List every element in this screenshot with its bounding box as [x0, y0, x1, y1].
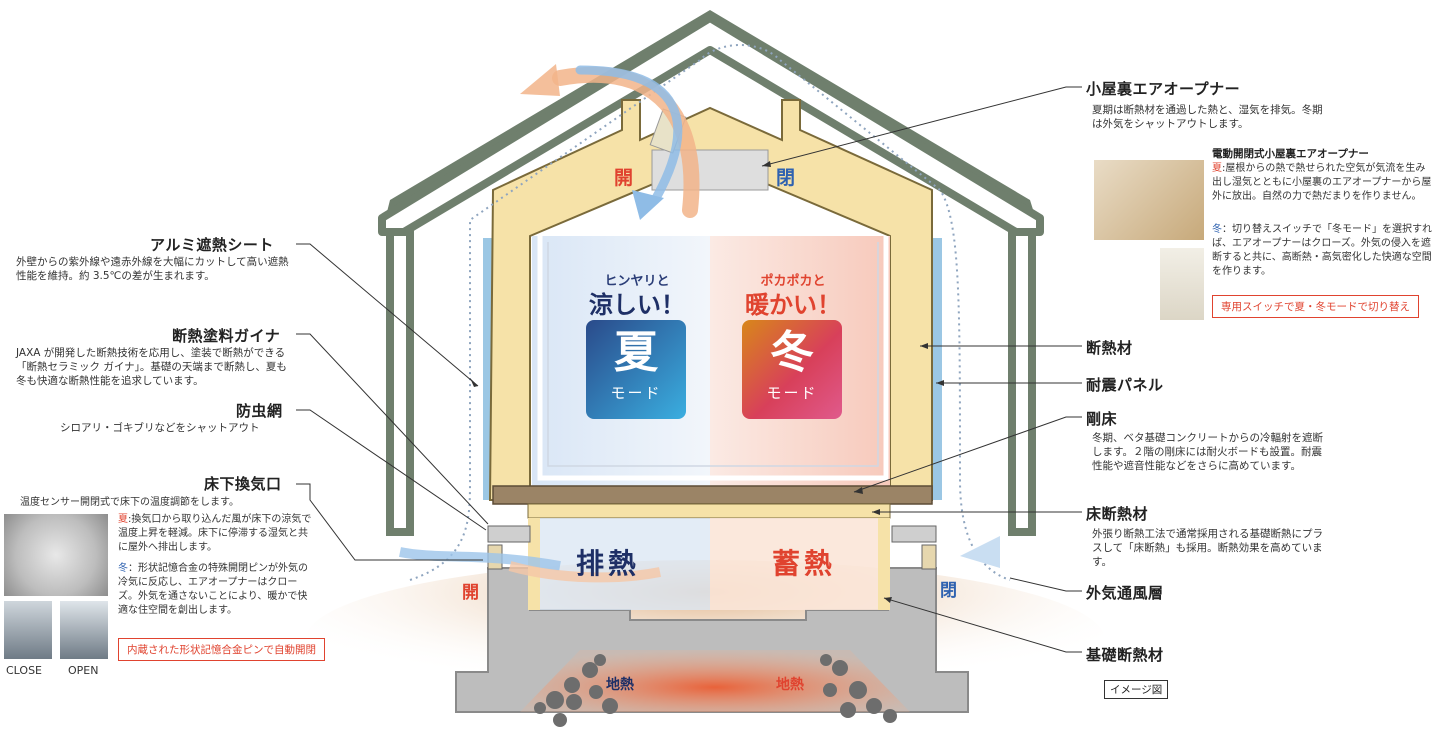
geothermal-zone: [520, 650, 910, 712]
summer-lead: ヒンヤリと: [604, 274, 670, 289]
mesh-title: 防虫網: [236, 402, 283, 420]
electric-winter-label: 冬: [1212, 224, 1222, 235]
insulation-title: 断熱材: [1086, 339, 1133, 357]
panel-right: [932, 238, 942, 500]
close-label: CLOSE: [6, 664, 43, 677]
electric-summer-text: 夏:屋根からの熱で熱せられた空気が気流を生み出し湿気とともに小屋裏のエアオープナ…: [1212, 162, 1434, 204]
vent-winter-desc: ：形状記憶合金の特殊開閉ピンが外気の冷気に反応し、エアオープナーはクローズ。外気…: [118, 563, 308, 616]
electric-tag: 専用スイッチで夏・冬モードで切り替え: [1212, 295, 1419, 318]
vent-summer-text: 夏:換気口から取り込んだ風が床下の涼気で温度上昇を軽減。床下に停滞する湿気と共に…: [118, 513, 314, 555]
mesh-desc: シロアリ・ゴキブリなどをシャットアウト: [60, 422, 260, 434]
geothermal-left-label: 地熱: [606, 677, 634, 693]
summer-card-title: 夏: [614, 327, 658, 378]
open-label: OPEN: [68, 664, 99, 677]
gravel: [534, 654, 897, 727]
attic-title: 小屋裏エアオープナー: [1086, 80, 1241, 98]
electric-winter-desc: ：切り替えスイッチで「冬モード」を選択すれば、エアオープナーはクローズ。外気の侵…: [1212, 224, 1432, 277]
winter-main: 暖かい！: [745, 291, 841, 319]
summer-main: 涼しい！: [589, 291, 685, 319]
vent-open-photo: [60, 601, 108, 659]
vent-desc: 温度センサー開閉式で床下の温度調節をします。: [20, 497, 239, 508]
electric-summer-desc: :屋根からの熱で熱せられた空気が気流を生み出し湿気とともに小屋裏のエアオープナー…: [1212, 163, 1432, 202]
exhaust-heat-label: 排熱: [576, 547, 641, 580]
panel-title: 耐震パネル: [1086, 376, 1164, 394]
floor-insulation-title: 床断熱材: [1086, 505, 1149, 523]
winter-mode-card: 冬 モード: [742, 320, 842, 419]
vent-photo: [4, 514, 108, 596]
roof: [378, 14, 1044, 236]
close-top-label: 閉: [776, 167, 796, 189]
panel-left: [483, 238, 493, 500]
winter-card-sub: モード: [766, 384, 818, 402]
store-heat-label: 蓄熱: [772, 547, 837, 580]
wall-left: [386, 228, 414, 536]
vent-title: 床下換気口: [204, 475, 282, 493]
air-layer-title: 外気通風層: [1086, 584, 1164, 602]
vent-tag: 内蔵された形状記憶合金ピンで自動開閉: [118, 638, 325, 661]
winter-lead: ポカポカと: [760, 274, 826, 289]
airflow-cool: [575, 65, 683, 205]
alumi-desc: 外壁からの紫外線や遠赤外線を大幅にカットして高い遮熱性能を維持。約 3.5℃の差…: [16, 256, 289, 282]
vent-winter-text: 冬：形状記憶合金の特殊開閉ピンが外気の冷気に反応し、エアオープナーはクローズ。外…: [118, 562, 314, 618]
vent-close-photo: [4, 601, 52, 659]
open-top-label: 開: [614, 167, 634, 189]
winter-card-title: 冬: [770, 327, 814, 378]
vent-summer-label: 夏: [118, 514, 128, 525]
attic-desc: 夏期は断熱材を通過した熱と、湿気を排気。冬期は外気をシャットアウトします。: [1092, 104, 1323, 130]
electric-winter-text: 冬：切り替えスイッチで「冬モード」を選択すれば、エアオープナーはクローズ。外気の…: [1212, 223, 1434, 279]
gaina-title: 断熱塗料ガイナ: [172, 327, 281, 345]
airflow-blocked: [960, 536, 1000, 568]
floor-desc: 冬期、ベタ基礎コンクリートからの冷輻射を遮断します。２階の剛床には耐火ボードも設…: [1092, 432, 1323, 472]
floor-title: 剛床: [1086, 410, 1118, 428]
gaina-desc: JAXA が開発した断熱技術を応用し、塗装で断熱ができる「断熱セラミック ガイナ…: [16, 347, 287, 387]
vent-right: [921, 544, 937, 570]
alumi-title: アルミ遮熱シート: [150, 236, 274, 254]
geothermal-right-label: 地熱: [776, 677, 804, 693]
insulation: [488, 99, 933, 501]
base-insulation-title: 基礎断熱材: [1086, 646, 1164, 664]
wall-right: [1008, 228, 1036, 536]
open-bottom-label: 開: [462, 583, 479, 603]
vent-summer-desc: :換気口から取り込んだ風が床下の涼気で温度上昇を軽減。床下に停滞する湿気と共に屋…: [118, 514, 312, 553]
floor-insulation-desc: 外張り断熱工法で通常採用される基礎断熱にプラスして「床断熱」も採用。断熱効果を高…: [1092, 528, 1323, 568]
image-note: イメージ図: [1104, 680, 1169, 699]
close-bottom-label: 閉: [940, 581, 957, 601]
summer-card-sub: モード: [610, 384, 662, 402]
electric-summer-label: 夏: [1212, 163, 1222, 174]
summer-mode-card: 夏 モード: [586, 320, 686, 419]
mode-switch-photo: [1160, 248, 1204, 320]
vent-winter-label: 冬: [118, 563, 128, 574]
underfloor-warm: [710, 518, 888, 610]
attic-opener-photo: [1094, 160, 1204, 240]
electric-title: 電動開閉式小屋裏エアオープナー: [1212, 148, 1369, 160]
